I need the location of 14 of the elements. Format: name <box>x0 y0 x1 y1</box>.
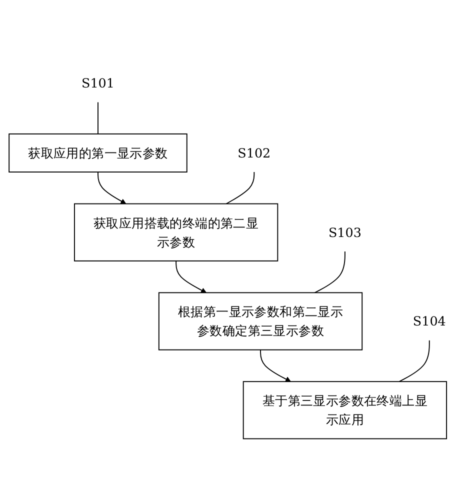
arrow <box>176 260 206 293</box>
node-text: S102 <box>238 144 271 160</box>
arrow <box>260 348 291 382</box>
node-box: 获取应用搭载的终端的第二显示参数 <box>74 202 278 261</box>
node-text: S104 <box>412 313 446 328</box>
node-box: 获取应用的第一显示参数 <box>8 133 188 172</box>
node-box: 根据第一显示参数和第二显示参数确定第三显示参数 <box>158 292 363 350</box>
node-box: 基于第三显示参数在终端上显示应用 <box>242 380 448 439</box>
node-text: S101 <box>82 75 114 90</box>
connector <box>226 171 255 204</box>
arrow <box>98 171 126 204</box>
connector <box>398 339 430 382</box>
node-text: S103 <box>328 224 362 240</box>
connector <box>314 250 346 293</box>
